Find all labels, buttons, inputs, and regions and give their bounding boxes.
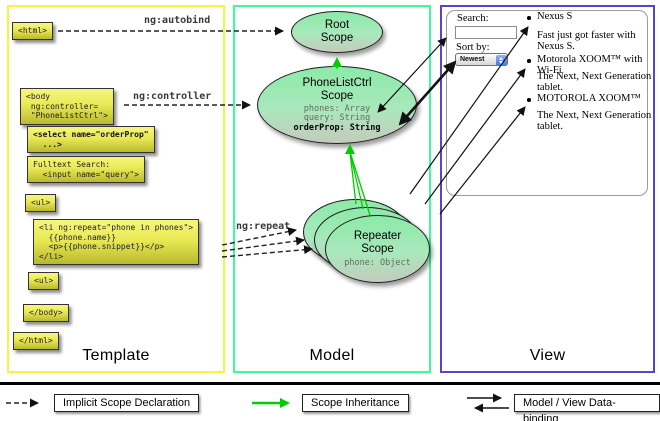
sort-dropdown-value: Newest bbox=[460, 56, 485, 63]
phonelistctrl-scope-title-line1: PhoneListCtrl bbox=[302, 76, 372, 89]
code-box-li-repeat: <li ng:repeat="phone in phones"> {{phone… bbox=[33, 219, 200, 265]
code-box-html-close: </html> bbox=[13, 332, 59, 350]
code-box-body-open: <body ng:controller= "PhoneListCtrl"> bbox=[20, 88, 114, 125]
code-box-fulltext: Fulltext Search: <input name="query"> bbox=[27, 156, 145, 183]
legend-model-view-databinding: Model / View Data-binding bbox=[514, 394, 660, 421]
code-box-html-open: <html> bbox=[12, 22, 53, 40]
legend-divider bbox=[0, 382, 660, 385]
phonelistctrl-prop-phones: phones: Array bbox=[303, 103, 371, 114]
phonelistctrl-prop-query: query: String bbox=[303, 113, 371, 124]
root-scope-ellipse: Root Scope bbox=[291, 11, 383, 53]
bullet-icon bbox=[527, 16, 531, 20]
model-column-label: Model bbox=[309, 347, 355, 364]
phone-item-desc: The Next, Next Generation tablet. bbox=[537, 110, 652, 132]
phonelistctrl-scope-title-line2: Scope bbox=[320, 89, 354, 102]
ng-controller-label: ng:controller bbox=[133, 91, 212, 102]
phonelistctrl-scope-ellipse: PhoneListCtrl Scope phones: Array query:… bbox=[257, 66, 417, 144]
bullet-icon bbox=[527, 98, 531, 102]
view-column-label: View bbox=[529, 347, 566, 364]
search-input[interactable] bbox=[455, 26, 517, 39]
code-box-select: <select name="orderProp" ...> bbox=[27, 126, 155, 153]
phone-item-title[interactable]: Motorola XOOM™ with Wi-Fi bbox=[537, 54, 643, 76]
legend-implicit-scope-declaration: Implicit Scope Declaration bbox=[54, 394, 200, 412]
repeater-scope-ellipse-front: Repeater Scope phone: Object bbox=[325, 215, 430, 283]
bullet-icon bbox=[527, 59, 531, 63]
search-label: Search: bbox=[457, 13, 489, 24]
ng-autobind-label: ng:autobind bbox=[144, 15, 211, 26]
code-box-ul-open: <ul> bbox=[25, 194, 57, 212]
dropdown-stepper-icon bbox=[495, 54, 507, 66]
repeater-scope-title-line1: Repeater bbox=[353, 229, 402, 242]
phone-item-title[interactable]: MOTOROLA XOOM™ bbox=[537, 93, 641, 104]
model-column: Model bbox=[233, 5, 431, 373]
repeater-scope-title-line2: Scope bbox=[361, 242, 394, 255]
template-column-label: Template bbox=[82, 347, 150, 364]
phone-item-desc: The Next, Next Generation tablet. bbox=[537, 71, 652, 93]
code-box-body-close: </body> bbox=[23, 304, 69, 322]
legend-scope-inheritance: Scope Inheritance bbox=[302, 394, 409, 412]
root-scope-title-line1: Root bbox=[324, 19, 350, 31]
phone-item-title[interactable]: Nexus S bbox=[537, 11, 573, 22]
ng-repeat-label: ng:repeat bbox=[236, 221, 291, 232]
repeater-prop-phone: phone: Object bbox=[344, 257, 411, 268]
code-box-ul-close: <ul> bbox=[28, 272, 60, 290]
sort-by-label: Sort by: bbox=[456, 42, 490, 53]
phonelistctrl-prop-orderprop: orderProp: String bbox=[293, 122, 381, 133]
root-scope-title-line2: Scope bbox=[320, 32, 354, 44]
sort-dropdown[interactable]: Newest bbox=[455, 53, 508, 66]
phone-item-desc: Fast just got faster with Nexus S. bbox=[537, 30, 636, 52]
